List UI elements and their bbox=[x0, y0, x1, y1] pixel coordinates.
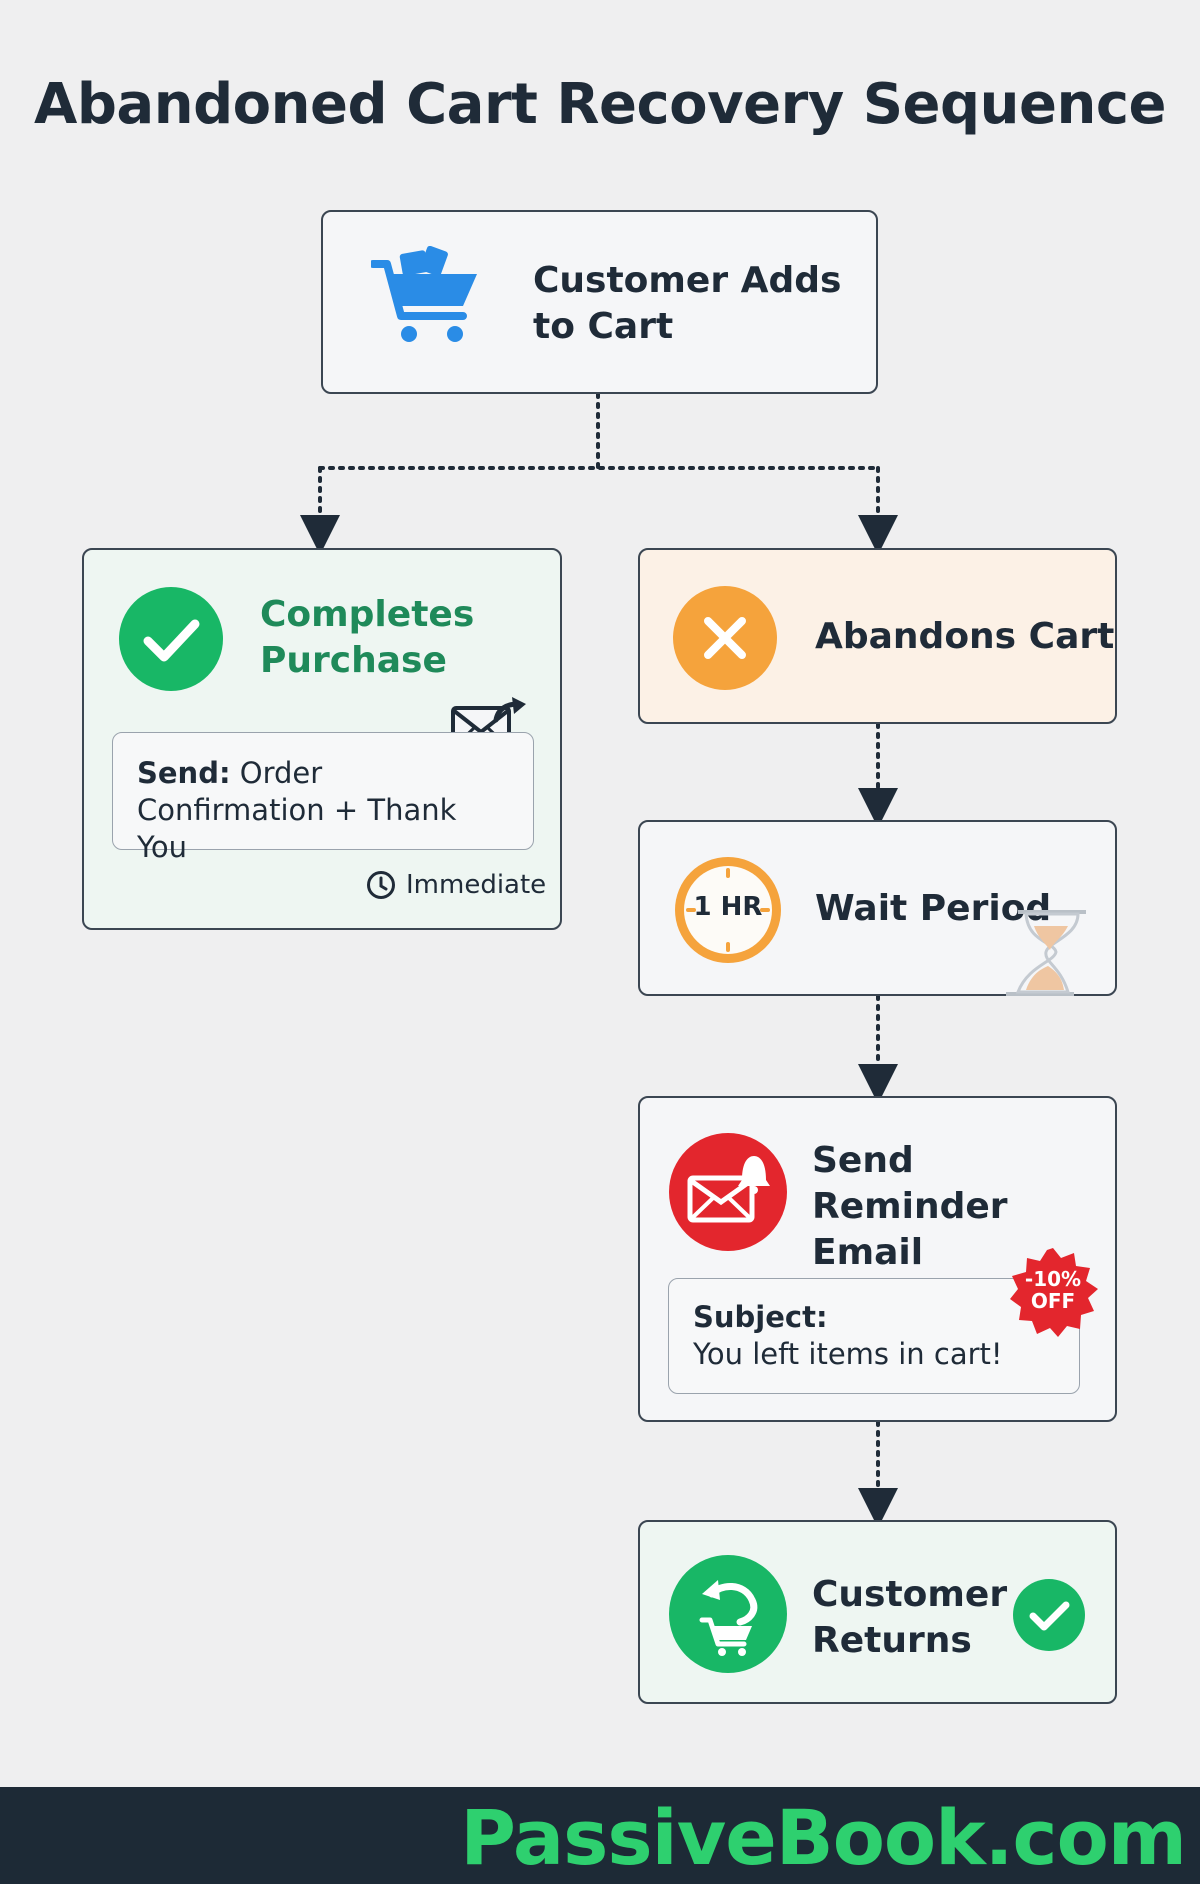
page-title: Abandoned Cart Recovery Sequence bbox=[34, 72, 1167, 137]
brand-logo: PassiveBook.com bbox=[460, 1793, 1187, 1882]
badge-burst-icon bbox=[1010, 1248, 1098, 1337]
timer-icon bbox=[675, 857, 781, 963]
reminder-subject-box: Subject: You left items in cart! bbox=[668, 1278, 1080, 1394]
shopping-cart-icon bbox=[371, 246, 477, 342]
node-completes-purchase: Completes Purchase Send: Order Confirmat… bbox=[82, 548, 562, 930]
mail-bell-icon bbox=[669, 1133, 787, 1251]
x-circle-icon bbox=[673, 586, 777, 690]
node-abandons-cart: Abandons Cart bbox=[638, 548, 1117, 724]
hourglass-icon bbox=[1006, 910, 1086, 996]
footer-bar: PassiveBook.com bbox=[0, 1787, 1200, 1884]
node-send-reminder-email: Send Reminder Email Subject: You left it… bbox=[638, 1096, 1117, 1422]
node-customer-returns: Customer Returns bbox=[638, 1520, 1117, 1704]
node-label: Send Reminder Email bbox=[812, 1140, 1008, 1273]
purchase-send-box: Send: Order Confirmation + Thank You bbox=[112, 732, 534, 864]
discount-badge: -10% OFF bbox=[1008, 1248, 1098, 1338]
clock-icon bbox=[367, 871, 395, 899]
node-label: Completes Purchase bbox=[260, 594, 475, 681]
node-label: Abandons Cart bbox=[815, 616, 1115, 657]
check-circle-icon bbox=[1013, 1579, 1085, 1651]
node-wait-period: 1 HR Wait Period bbox=[638, 820, 1117, 996]
node-label: Wait Period bbox=[815, 888, 1052, 929]
return-cart-icon bbox=[669, 1555, 787, 1673]
timer-text: 1 HR bbox=[693, 892, 763, 922]
node-label: Customer Returns bbox=[812, 1574, 1008, 1661]
node-customer-adds-to-cart: Customer Adds to Cart bbox=[321, 210, 878, 394]
timing-row: Immediate bbox=[366, 868, 546, 902]
check-circle-icon bbox=[119, 587, 223, 691]
node-label: Customer Adds to Cart bbox=[533, 260, 842, 347]
